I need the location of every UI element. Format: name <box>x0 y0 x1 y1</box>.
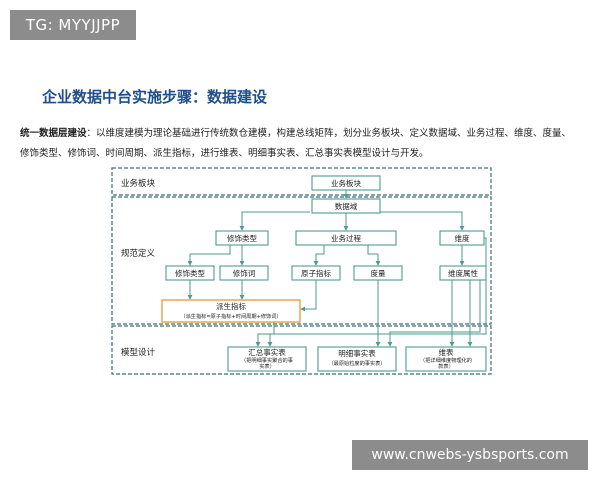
edge-process-to-measure <box>367 245 381 266</box>
node-detail-fact-label: 明细事实表 <box>338 348 376 358</box>
node-data-domain <box>311 198 381 214</box>
section-spec-frame <box>111 196 492 325</box>
node-dimension-attr <box>439 265 487 281</box>
edge-derived-to-summary <box>255 321 275 347</box>
node-modifier <box>219 265 269 281</box>
edge-domain-to-branches <box>239 211 310 231</box>
node-data-domain-label: 数据域 <box>335 201 358 211</box>
node-modifier-type-top <box>215 230 269 246</box>
node-modifier-type-top-label: 修饰类型 <box>227 233 257 243</box>
node-dimension-label: 维度 <box>455 233 470 243</box>
intro-body: ：以维度建模为理论基础进行传统数仓建模，构建总线矩阵，划分业务板块、定义数据域、… <box>20 128 572 159</box>
watermark: www.cnwebs-ysbsports.com <box>352 440 588 470</box>
node-measure <box>353 265 403 281</box>
node-business-process-label: 业务过程 <box>331 233 361 243</box>
intro-paragraph: 统一数据层建设：以维度建模为理论基础进行传统数仓建模，构建总线矩阵，划分业务板块… <box>20 124 580 164</box>
edge-domain-to-dimension <box>380 211 465 231</box>
page-title: 企业数据中台实施步骤：数据建设 <box>42 88 268 106</box>
node-business-process <box>295 230 397 246</box>
node-measure-label: 度量 <box>371 268 386 278</box>
section-business-frame <box>111 167 492 196</box>
edge-atomic-to-derived <box>300 280 317 312</box>
node-modifier-label: 修饰词 <box>233 268 256 278</box>
node-derived-formula: （派生指标=原子指标+时间周期+修饰词） <box>180 312 281 320</box>
node-summary-fact <box>227 346 307 372</box>
node-dim-table <box>405 346 487 372</box>
edge-process-to-atomic <box>313 245 325 266</box>
edge-modtype-to-modtype <box>187 245 231 266</box>
node-derived-metric <box>161 299 301 323</box>
node-detail-fact-desc: （最原始粒度的事实表） <box>328 359 385 367</box>
node-business-unit <box>311 175 381 191</box>
node-atomic-metric <box>291 265 341 281</box>
node-dim-table-label: 维表 <box>439 347 454 357</box>
data-modeling-diagram: 业务板块 规范定义 模型设计 <box>111 167 492 375</box>
node-derived-metric-label: 派生指标 <box>216 301 246 311</box>
section-business-label: 业务板块 <box>121 178 156 189</box>
section-model-label: 模型设计 <box>121 347 156 358</box>
node-summary-fact-desc-1: （把明细事实聚合的事 <box>241 356 293 364</box>
section-model-frame <box>111 325 492 375</box>
node-detail-fact <box>317 346 397 372</box>
intro-lead: 统一数据层建设 <box>20 128 87 139</box>
edge-dimension-to-detail <box>387 274 481 347</box>
node-modifier-type-label: 修饰类型 <box>175 268 205 278</box>
node-summary-fact-desc-2: 实表） <box>259 362 275 370</box>
node-summary-fact-label: 汇总事实表 <box>248 347 286 357</box>
node-business-unit-label: 业务板块 <box>331 178 361 188</box>
section-spec-label: 规范定义 <box>121 248 156 259</box>
node-dim-table-desc-1: （把详细维度物理化的 <box>420 356 472 364</box>
node-dimension-attr-label: 维度属性 <box>448 268 478 278</box>
node-dim-table-desc-2: 款表） <box>438 362 454 370</box>
node-modifier-type <box>165 265 215 281</box>
node-atomic-metric-label: 原子指标 <box>301 268 331 278</box>
tg-badge: TG: MYYJJPP <box>10 10 136 40</box>
node-dimension <box>439 230 485 246</box>
